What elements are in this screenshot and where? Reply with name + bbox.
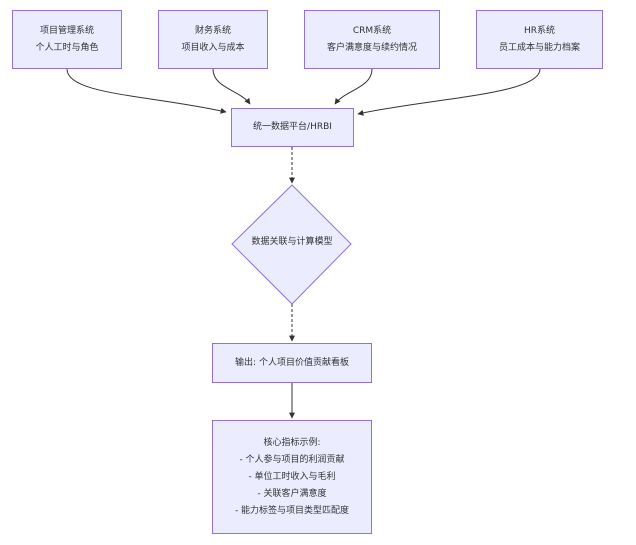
- source-title: CRM系统: [352, 25, 392, 36]
- output-label: 输出: 个人项目价值贡献看板: [235, 357, 349, 368]
- output-node: 输出: 个人项目价值贡献看板: [212, 343, 372, 383]
- source-description: 员工成本与能力档案: [498, 42, 580, 53]
- source-description: 个人工时与角色: [35, 42, 99, 53]
- edge-hr-to-platform: [357, 68, 541, 116]
- source-node-project-management: 项目管理系统 个人工时与角色: [12, 10, 122, 69]
- source-node-finance: 财务系统 项目收入与成本: [158, 10, 268, 69]
- core-metrics-title: 核心指标示例:: [263, 437, 321, 448]
- source-description: 项目收入与成本: [181, 42, 245, 53]
- platform-node: 统一数据平台/HRBI: [231, 108, 354, 147]
- source-title: HR系统: [523, 25, 556, 36]
- source-title: 项目管理系统: [39, 25, 94, 36]
- edge-crm-to-platform: [334, 68, 373, 105]
- core-metric-item: - 个人参与项目的利润贡献: [239, 454, 345, 465]
- edge-fin-to-platform: [212, 68, 251, 105]
- source-description: 客户满意度与续约情况: [326, 42, 417, 53]
- source-node-crm: CRM系统 客户满意度与续约情况: [304, 10, 440, 69]
- decision-label: 数据关联与计算模型: [251, 237, 333, 247]
- edge-pm-to-platform: [66, 68, 227, 114]
- platform-label: 统一数据平台/HRBI: [253, 122, 332, 132]
- source-title: 财务系统: [194, 25, 231, 36]
- core-metric-item: - 单位工时收入与毛利: [248, 471, 336, 482]
- source-node-hr: HR系统 员工成本与能力档案: [476, 10, 603, 69]
- core-metrics-node: 核心指标示例: - 个人参与项目的利润贡献 - 单位工时收入与毛利 - 关联客户…: [212, 420, 372, 534]
- core-metric-item: - 关联客户满意度: [257, 488, 327, 499]
- core-metric-item: - 能力标签与项目类型匹配度: [234, 505, 350, 516]
